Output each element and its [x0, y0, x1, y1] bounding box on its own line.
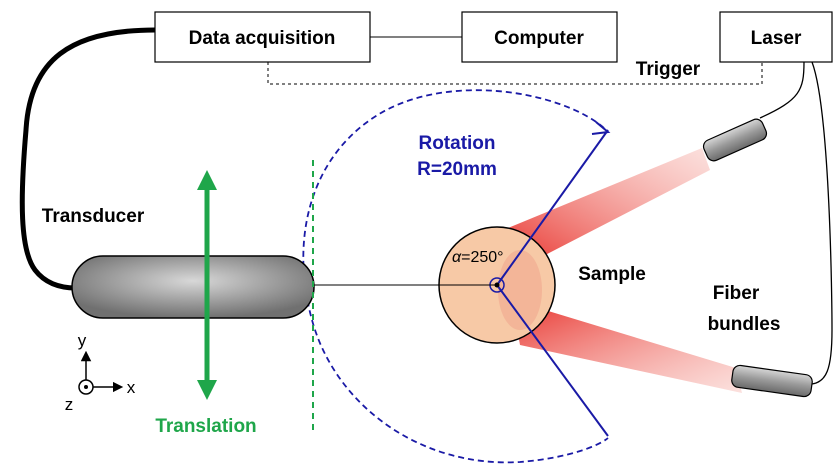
- rotation-arrow-head: [591, 121, 611, 135]
- transducer-body: [71, 255, 315, 319]
- daq-label: Data acquisition: [189, 28, 336, 49]
- fiber-cable-upper: [759, 61, 805, 119]
- coordinate-axes: y x z: [65, 331, 136, 414]
- transducer-label: Transducer: [42, 206, 145, 227]
- trigger-label: Trigger: [636, 59, 701, 80]
- fiber-bundle-upper: [702, 118, 768, 162]
- computer-label: Computer: [494, 28, 584, 49]
- z-axis-dot: [84, 385, 88, 389]
- z-axis-label: z: [65, 395, 74, 414]
- laser-beam-lower: [512, 300, 742, 393]
- laser-label: Laser: [751, 28, 802, 49]
- sample-label: Sample: [578, 264, 646, 285]
- alpha-label: α=250°: [452, 249, 504, 266]
- transducer-cable: [19, 27, 156, 291]
- x-axis-label: x: [127, 378, 136, 397]
- scan-line-lower: [496, 284, 609, 437]
- laser-box: Laser: [719, 11, 833, 63]
- fiber-label-line2: bundles: [708, 314, 781, 335]
- fiber-label-line1: Fiber: [713, 283, 760, 304]
- computer-box: Computer: [461, 11, 618, 63]
- sample-highlight: [498, 250, 542, 330]
- rotation-label: Rotation: [418, 133, 495, 154]
- fiber-cable-lower: [811, 61, 833, 385]
- scan-line-upper: [496, 129, 609, 286]
- daq-box: Data acquisition: [154, 11, 371, 63]
- translation-label: Translation: [155, 416, 256, 437]
- fiber-bundle-lower: [731, 364, 813, 398]
- y-axis-label: y: [78, 331, 87, 350]
- laser-beam-upper: [508, 148, 710, 268]
- radius-label: R=20mm: [417, 159, 497, 180]
- rotation-arc: [302, 89, 609, 464]
